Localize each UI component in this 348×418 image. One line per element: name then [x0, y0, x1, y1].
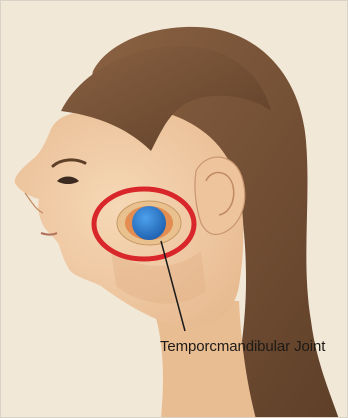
joint-blue: [132, 206, 166, 240]
tmj-label: Temporcmandibular Joint: [160, 338, 325, 355]
